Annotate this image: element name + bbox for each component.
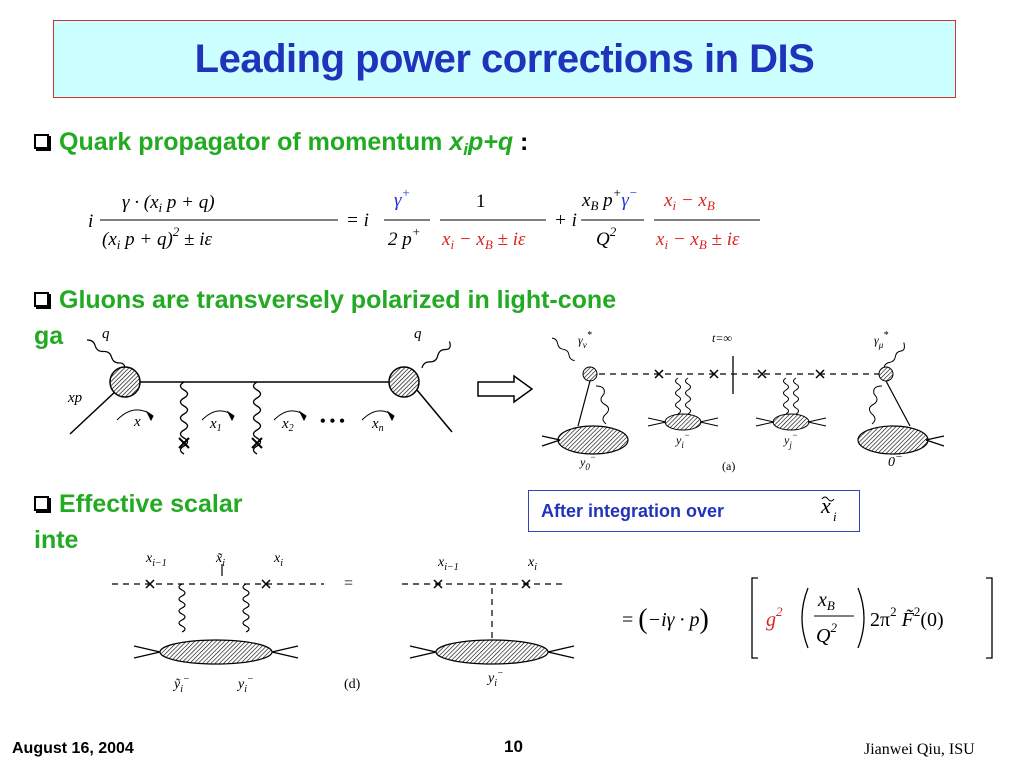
svg-text:xi − xB ± iε: xi − xB ± iε <box>441 229 526 252</box>
svg-text:= (−iγ · p): = (−iγ · p) <box>622 604 709 635</box>
result-equation: = (−iγ · p) g2 xB Q2 2π2 F̃2(0) <box>622 577 993 659</box>
bullet-effective-scalar: Effective scalar inte <box>34 490 243 554</box>
svg-text:2π2 F̃2(0): 2π2 F̃2(0) <box>870 604 944 631</box>
svg-text:xi: xi <box>527 555 537 573</box>
svg-text:Q2: Q2 <box>596 224 617 250</box>
svg-text:yi−: yi− <box>236 674 254 695</box>
svg-text:+ i: + i <box>554 210 577 231</box>
x-tilde-symbol: x i <box>820 493 837 524</box>
svg-text:q: q <box>102 326 110 342</box>
svg-text:xi − xB: xi − xB <box>663 190 715 213</box>
svg-text:γν*: γν* <box>578 330 592 350</box>
integration-callout: After integration over x i <box>528 490 860 532</box>
svg-text:i: i <box>88 211 93 232</box>
svg-text:yj−: yj− <box>783 430 798 450</box>
svg-text:xi−1: xi−1 <box>145 551 167 569</box>
svg-text:x: x <box>820 493 831 518</box>
svg-text:x2: x2 <box>281 416 294 434</box>
page-number: 10 <box>504 737 523 756</box>
svg-text:x̃i: x̃i <box>215 551 225 569</box>
bullet-gluons-polarized: Gluons are transversely polarized in lig… <box>34 286 617 350</box>
cut-diagram-a: γν* γμ* t=∞ y0− yi− yj− 0− (a) <box>541 330 945 473</box>
checkbox-bullet-icon <box>34 496 49 511</box>
scalar-interaction-diagram: = xi−1 x̃i xi xi−1 xi ỹi− yi− yi− (d) <box>112 551 575 695</box>
svg-text:2 p+: 2 p+ <box>388 224 421 250</box>
svg-text:=: = <box>344 575 353 592</box>
svg-text:t=∞: t=∞ <box>712 331 732 345</box>
right-arrow-icon <box>477 374 534 404</box>
svg-text:xi − xB ± iε: xi − xB ± iε <box>655 229 740 252</box>
svg-text:yi−: yi− <box>675 430 690 450</box>
svg-text:(d): (d) <box>344 677 361 692</box>
slide-title-box: Leading power corrections in DIS <box>53 20 956 98</box>
svg-text:i: i <box>833 509 837 524</box>
svg-text:xi: xi <box>273 551 283 569</box>
svg-text:(a): (a) <box>722 459 735 473</box>
svg-text:q: q <box>414 326 422 342</box>
svg-text:xn: xn <box>371 416 384 434</box>
svg-text:Q2: Q2 <box>816 620 837 647</box>
bullet-quark-propagator: Quark propagator of momentum xip+q : <box>34 128 528 160</box>
svg-text:• • •: • • • <box>320 413 345 430</box>
svg-text:yi−: yi− <box>486 668 504 689</box>
svg-text:xB p+γ−: xB p+γ− <box>581 185 638 213</box>
svg-text:ỹi−: ỹi− <box>172 674 190 695</box>
svg-text:(xi p + q)2 ± iε: (xi p + q)2 ± iε <box>102 224 213 252</box>
slide-title: Leading power corrections in DIS <box>194 36 815 81</box>
dis-gluon-diagram: q q xp x x1 x2 xn • • • <box>67 326 453 455</box>
svg-text:xi−1: xi−1 <box>437 555 459 573</box>
svg-text:g2: g2 <box>766 604 783 631</box>
propagator-equation: i γ · (xi p + q) (xi p + q)2 ± iε = i γ+… <box>88 185 760 252</box>
svg-text:1: 1 <box>476 191 486 212</box>
svg-text:x: x <box>133 414 141 430</box>
svg-text:xp: xp <box>67 390 83 406</box>
svg-text:γ · (xi p + q): γ · (xi p + q) <box>122 192 215 215</box>
svg-text:0−: 0− <box>888 451 902 470</box>
svg-text:xB: xB <box>817 589 835 613</box>
footer-author: Jianwei Qiu, ISU <box>864 741 975 758</box>
svg-text:y0−: y0− <box>579 452 596 472</box>
svg-text:x1: x1 <box>209 416 222 434</box>
svg-text:γ+: γ+ <box>394 185 410 211</box>
footer-date: August 16, 2004 <box>12 740 134 757</box>
checkbox-bullet-icon <box>34 134 49 149</box>
svg-text:= i: = i <box>346 210 369 231</box>
checkbox-bullet-icon <box>34 292 49 307</box>
svg-text:γμ*: γμ* <box>874 330 888 350</box>
